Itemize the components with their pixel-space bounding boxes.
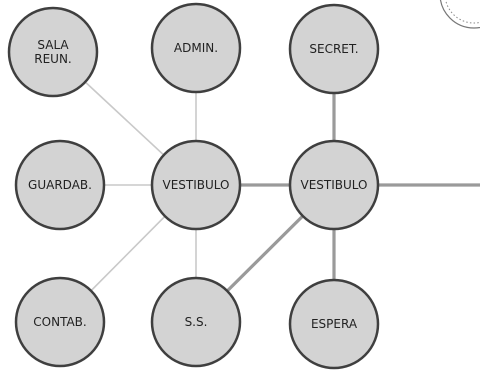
node-circle	[14, 139, 106, 231]
node-admin: ADMIN.	[150, 2, 242, 94]
node-label: SECRET.	[309, 42, 358, 56]
node-circle	[150, 2, 242, 94]
node-vestibulo-1: VESTIBULO	[150, 139, 242, 231]
node-label: CONTAB.	[33, 315, 86, 329]
node-guardab: GUARDAB.	[14, 139, 106, 231]
node-circle	[7, 6, 99, 98]
node-label: ESPERA	[311, 317, 358, 331]
node-label: VESTIBULO	[301, 178, 368, 192]
node-secret: SECRET.	[288, 3, 380, 95]
node-label: S.S.	[185, 315, 208, 329]
node-label: VESTIBULO	[163, 178, 230, 192]
node-label: ADMIN.	[174, 41, 218, 55]
node-label: GUARDAB.	[28, 178, 92, 192]
node-contab: CONTAB.	[14, 276, 106, 368]
node-espera: ESPERA	[288, 278, 380, 370]
node-circle	[288, 3, 380, 95]
edges-layer	[52, 48, 480, 324]
node-ss: S.S.	[150, 276, 242, 368]
node-circle	[288, 278, 380, 370]
node-circle	[288, 139, 380, 231]
node-circle	[150, 276, 242, 368]
node-label: REUN.	[34, 52, 72, 66]
corner-seal	[439, 0, 480, 29]
node-label: SALA	[37, 38, 69, 52]
node-vestibulo-2: VESTIBULO	[288, 139, 380, 231]
node-circle	[14, 276, 106, 368]
node-circle	[150, 139, 242, 231]
